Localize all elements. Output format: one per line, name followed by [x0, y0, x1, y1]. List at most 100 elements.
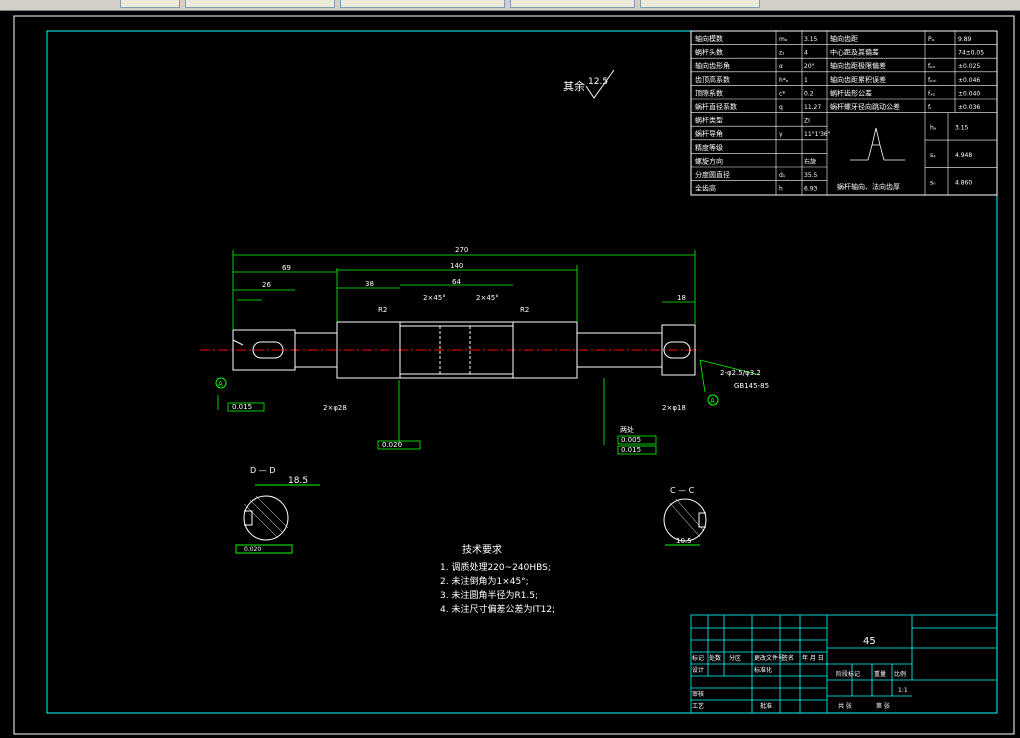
param-value: 4.860 — [955, 179, 972, 186]
dim-d2: 26 — [262, 281, 271, 289]
param-symbol: sₙ — [930, 179, 936, 186]
param-symbol: c* — [779, 90, 785, 97]
section-d-tol: 0.020 — [244, 546, 261, 553]
param-value: 11.27 — [804, 104, 821, 111]
section-d-d: D — D 18.5 0.020 — [235, 466, 320, 554]
param-value: 3.15 — [804, 36, 818, 43]
section-c-label: C — C — [670, 486, 695, 495]
param-label: 螺旋方向 — [695, 156, 723, 165]
title-row-label: 年 月 日 — [802, 654, 824, 662]
param-label: 蜗杆齿形公差 — [830, 88, 872, 97]
title-sheet-no: 第 张 — [876, 702, 890, 710]
param-label: 轴向齿距累积误差 — [830, 75, 886, 84]
param-label: 全齿高 — [695, 184, 716, 193]
drawing-frame — [13, 15, 1015, 735]
title-std: 标准化 — [754, 666, 772, 674]
title-row-label: 标记 — [692, 654, 704, 662]
param-value: 4.948 — [955, 152, 972, 159]
param-label: 轴向齿距极限偏差 — [830, 61, 886, 70]
param-label: 轴向模数 — [695, 34, 723, 43]
param-value: 右旋 — [804, 157, 816, 165]
dim-d3: 140 — [450, 262, 463, 270]
param-symbol: Pₐ — [928, 36, 934, 43]
title-row-label: 签名 — [782, 654, 794, 662]
param-symbol: mₐ — [779, 36, 787, 43]
title-design: 设计 — [692, 666, 704, 674]
title-row-label: 更改文件号 — [754, 654, 784, 662]
param-value: 74±0.05 — [958, 50, 984, 57]
roughness-value: 12.5 — [588, 77, 608, 87]
dim-chamfer2: 2×45° — [476, 294, 499, 302]
roughness-prefix: 其余 — [563, 79, 585, 93]
param-label: 分度圆直径 — [695, 170, 730, 179]
param-value: ±0.040 — [958, 90, 980, 97]
param-label: 顶隙系数 — [695, 88, 723, 97]
dim-d6: 18 — [677, 294, 686, 302]
dimension-texts: 270 69 26 140 38 64 18 2×45° 2×45° R2 R2… — [232, 246, 769, 454]
title-weight: 重量 — [874, 670, 886, 678]
title-check: 审核 — [692, 690, 704, 698]
title-approve: 批准 — [760, 702, 772, 710]
param-value: ±0.036 — [958, 104, 980, 111]
dimension-layer — [217, 250, 761, 455]
tech-req-item: 3. 未注圆角半径为R1.5; — [440, 589, 538, 601]
tech-req-item: 4. 未注尺寸偏差公差为IT12; — [440, 603, 555, 615]
param-label: 齿顶高系数 — [695, 75, 730, 84]
param-symbol: q — [779, 104, 783, 111]
param-symbol: sₓ — [930, 152, 936, 159]
title-sheets: 共 张 — [838, 702, 852, 710]
param-value: 3.15 — [955, 124, 969, 131]
param-symbol: h*ₐ — [779, 77, 788, 84]
param-symbol: fₓ₁ — [928, 90, 936, 97]
dim-d4: 38 — [365, 280, 374, 288]
param-symbol: hₐ — [930, 124, 936, 131]
worm-shaft-view — [200, 321, 700, 379]
taskbar-button[interactable] — [340, 0, 505, 8]
taskbar-button[interactable] — [510, 0, 635, 8]
tol-both-ends: 两处 — [620, 425, 634, 434]
param-value: 6.93 — [804, 186, 818, 193]
param-label: 精度等级 — [695, 143, 723, 152]
taskbar-button[interactable] — [185, 0, 335, 8]
dim-total-length: 270 — [455, 246, 468, 254]
param-symbol: h — [779, 186, 783, 193]
title-scale-label: 比例 — [894, 670, 906, 678]
taskbar-button[interactable] — [640, 0, 760, 8]
dim-hole: 2-φ2.5/φ3.2 — [720, 369, 761, 377]
dim-r2: R2 — [520, 306, 529, 314]
tech-req-item: 2. 未注倒角为1×45°; — [440, 575, 529, 587]
datum-a-left: A — [218, 380, 223, 388]
tol-runout1: 0.015 — [232, 403, 252, 411]
param-label: 中心距及其偏差 — [830, 48, 879, 57]
param-value: 35.5 — [804, 172, 818, 179]
param-value: 1 — [804, 77, 808, 84]
title-scale: 1:1 — [898, 687, 908, 694]
taskbar — [0, 0, 1020, 11]
roughness-note: 其余 12.5 — [563, 69, 615, 99]
param-symbol: d₁ — [779, 172, 786, 179]
param-symbol: fᵣ — [928, 104, 932, 111]
tol-runout3: 0.015 — [621, 446, 641, 454]
tooth-profile-diagram — [850, 127, 905, 161]
param-value: 0.2 — [804, 90, 814, 97]
param-label: 蜗杆导角 — [695, 129, 723, 138]
title-process: 工艺 — [692, 702, 704, 710]
section-c-c: C — C 10.5 — [663, 486, 707, 546]
param-value: 11°1'36" — [804, 131, 831, 138]
dim-thread: GB145-85 — [734, 382, 769, 390]
section-d-dim: 18.5 — [288, 476, 308, 486]
dim-tol1: 2×φ28 — [323, 404, 347, 412]
taskbar-button[interactable] — [120, 0, 180, 8]
param-value: 4 — [804, 50, 808, 57]
title-stage: 阶段标记 — [836, 670, 860, 678]
param-label: 蜗杆螺牙径向跳动公差 — [830, 102, 900, 111]
param-value: ±0.025 — [958, 63, 980, 70]
param-symbol: fₚₓₗ — [928, 77, 936, 84]
dim-chamfer1: 2×45° — [423, 294, 446, 302]
tech-req-title: 技术要求 — [462, 543, 502, 556]
diagram-caption: 蜗杆轴向、法向齿厚 — [837, 182, 900, 191]
dim-d1: 69 — [282, 264, 291, 272]
datum-markers: A A — [215, 377, 719, 406]
tol-cyl: 0.005 — [621, 436, 641, 444]
